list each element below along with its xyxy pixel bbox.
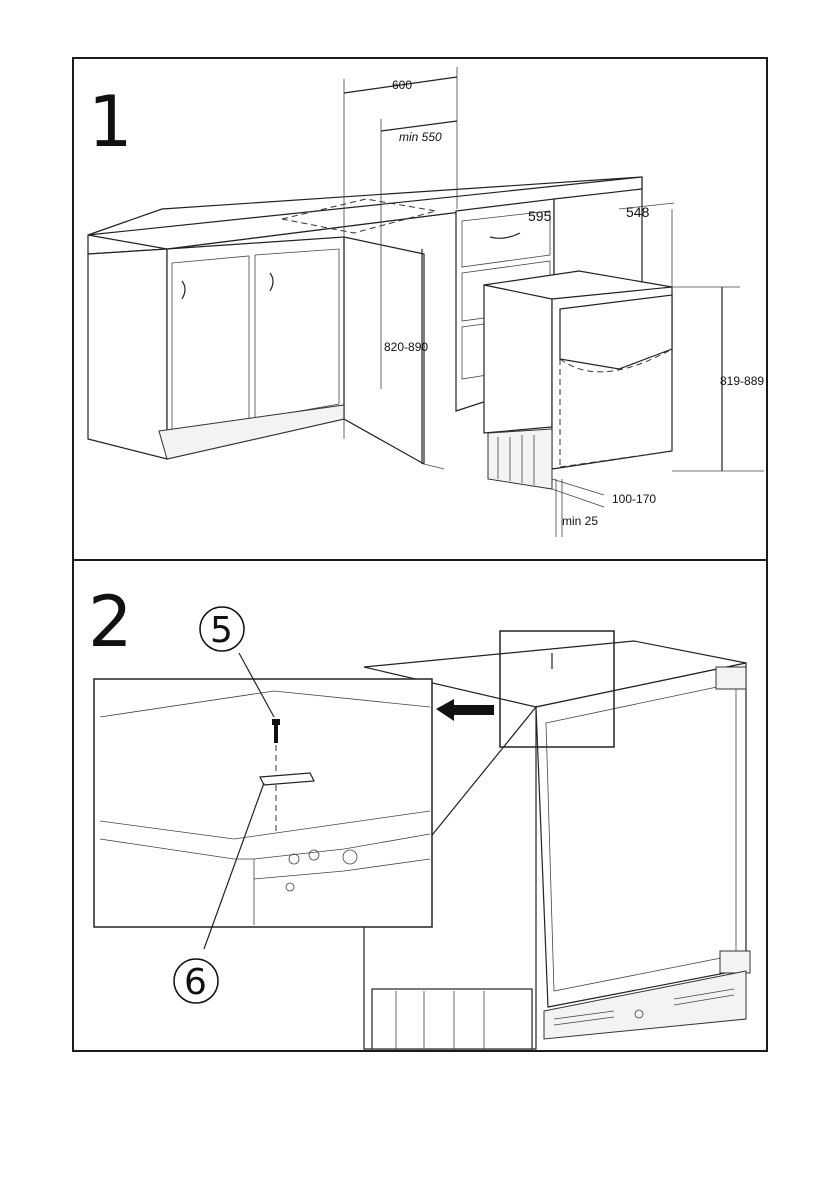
dim-595: 595 [528,208,552,224]
appliance-base-vents [488,429,552,489]
left-cabinet-side [88,249,167,459]
dim-548: 548 [626,204,650,220]
appliance-door [536,663,746,1007]
callout-6-label: 6 [184,962,207,1003]
bottom-hinge [720,951,750,973]
step-2-panel: 2 [74,559,766,1050]
dim-100-170: 100-170 [612,492,656,506]
step-1-panel: 1 [74,59,766,561]
dim-819-889: 819-889 [720,374,764,388]
niche-floor-edge [424,464,444,469]
appliance-side [484,285,552,433]
dim-820-890: 820-890 [384,340,428,354]
feet [372,989,532,1049]
top-hinge [716,667,746,689]
left-arrow-icon [436,699,494,721]
instruction-page: 1 [72,57,768,1052]
detail-inset [94,679,432,927]
bracket-mounting-diagram: 5 6 [74,559,766,1050]
dim-600: 600 [392,78,412,92]
callout-5-label: 5 [210,610,233,651]
cabinet-installation-diagram: 600 min 550 595 548 820-890 819-889 100-… [74,59,766,559]
dim-min-550: min 550 [399,130,442,144]
dim-min-25: min 25 [562,514,598,528]
